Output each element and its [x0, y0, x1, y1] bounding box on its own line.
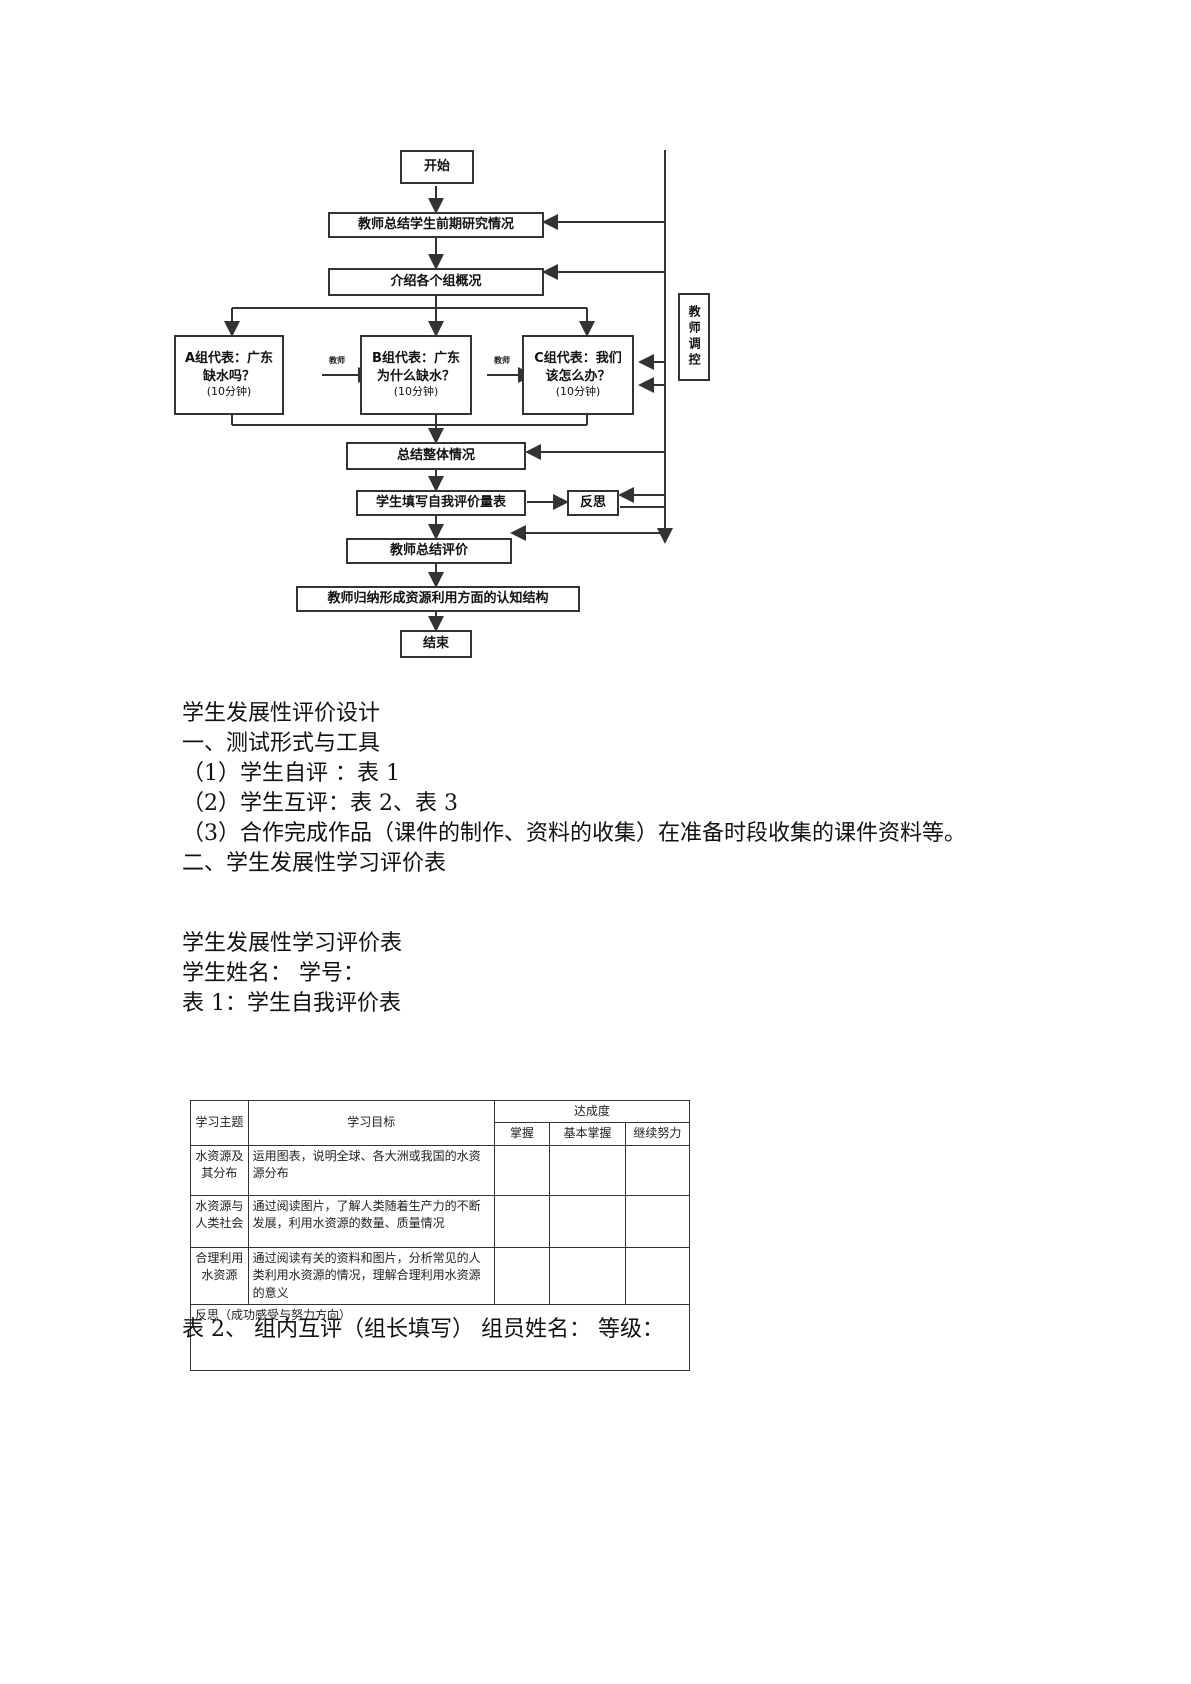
cell-mastered[interactable] — [493, 1194, 551, 1248]
cell-effort[interactable] — [624, 1194, 691, 1248]
reflection-label: 反思（成功感受与努力方向） — [195, 1307, 352, 1322]
item-peer-evaluation: （2）学生互评：表 2、表 3 — [182, 791, 458, 816]
cell-effort[interactable] — [624, 1144, 691, 1196]
self-evaluation-table: 学习主题 学习目标 达成度 掌握 基本掌握 继续努力 水资源及其分布 运用图表，… — [190, 1099, 691, 1371]
flow-step-summary: 总结整体情况 — [346, 442, 526, 470]
flow-step-introduce-groups: 介绍各个组概况 — [328, 268, 544, 296]
cell-mastered[interactable] — [493, 1246, 551, 1305]
row-topic: 合理利用水资源 — [190, 1246, 249, 1305]
cell-basic[interactable] — [549, 1246, 626, 1305]
row-goal: 通过阅读有关的资料和图片，分析常见的人类利用水资源的情况，理解合理利用水资源的意… — [247, 1246, 495, 1305]
flow-end: 结束 — [400, 630, 472, 658]
flow-step-self-evaluation: 学生填写自我评价量表 — [356, 490, 526, 516]
row-topic: 水资源及其分布 — [190, 1144, 249, 1196]
item-self-evaluation: （1）学生自评 ：表 1 — [182, 761, 400, 786]
table1-caption: 表 1：学生自我评价表 — [182, 991, 401, 1016]
flow-step-teacher-evaluation: 教师总结评价 — [346, 538, 512, 564]
flow-reflect: 反思 — [567, 490, 619, 516]
reflection-cell[interactable]: 反思（成功感受与努力方向） — [190, 1303, 690, 1371]
flow-teacher-control: 教师调控 — [678, 293, 710, 381]
table-row: 水资源与人类社会 通过阅读图片，了解人类随着生产力的不断发展，利用水资源的数量、… — [190, 1194, 691, 1248]
table-row: 合理利用水资源 通过阅读有关的资料和图片，分析常见的人类利用水资源的情况，理解合… — [190, 1246, 691, 1305]
flowchart: 开始 教师总结学生前期研究情况 介绍各个组概况 A组代表：广东缺水吗？ (10分… — [174, 150, 710, 680]
student-info-line: 学生姓名： 学号： — [182, 961, 365, 986]
flow-step-summarize-research: 教师总结学生前期研究情况 — [328, 212, 544, 238]
header-effort: 继续努力 — [624, 1122, 691, 1146]
header-basic: 基本掌握 — [549, 1122, 626, 1146]
section-test-forms: 一、测试形式与工具 — [182, 731, 381, 756]
arrow-label-teacher-2: 教师 — [494, 356, 510, 365]
section-eval-table: 二、学生发展性学习评价表 — [182, 851, 447, 876]
eval-design-heading: 学生发展性评价设计 — [182, 701, 381, 726]
flow-group-a: A组代表：广东缺水吗？ (10分钟) — [174, 335, 284, 415]
table-title: 学生发展性学习评价表 — [182, 931, 403, 956]
row-goal: 运用图表，说明全球、各大洲或我国的水资源分布 — [247, 1144, 495, 1196]
cell-effort[interactable] — [624, 1246, 691, 1305]
header-level: 达成度 — [493, 1099, 691, 1124]
flow-group-b: B组代表：广东为什么缺水？ (10分钟) — [360, 335, 472, 415]
cell-basic[interactable] — [549, 1194, 626, 1248]
header-topic: 学习主题 — [190, 1100, 249, 1146]
flow-group-c: C组代表：我们该怎么办？ (10分钟) — [522, 335, 634, 415]
flow-start: 开始 — [400, 150, 474, 184]
table-row: 水资源及其分布 运用图表，说明全球、各大洲或我国的水资源分布 — [190, 1144, 691, 1196]
header-mastered: 掌握 — [493, 1122, 551, 1146]
header-goal: 学习目标 — [247, 1100, 495, 1146]
table2-caption: 表 2、 组内互评（组长填写） 组员姓名： 等级： — [182, 1317, 664, 1342]
flowchart-connectors — [224, 150, 673, 632]
item-cooperative-work: （3）合作完成作品（课件的制作、资料的收集）在准备时段收集的课件资料等。 — [182, 821, 966, 846]
row-goal: 通过阅读图片，了解人类随着生产力的不断发展，利用水资源的数量、质量情况 — [247, 1194, 495, 1248]
cell-mastered[interactable] — [493, 1144, 551, 1196]
row-topic: 水资源与人类社会 — [190, 1194, 249, 1248]
flow-step-cognitive-structure: 教师归纳形成资源利用方面的认知结构 — [296, 586, 580, 612]
cell-basic[interactable] — [549, 1144, 626, 1196]
arrow-label-teacher-1: 教师 — [329, 356, 345, 365]
